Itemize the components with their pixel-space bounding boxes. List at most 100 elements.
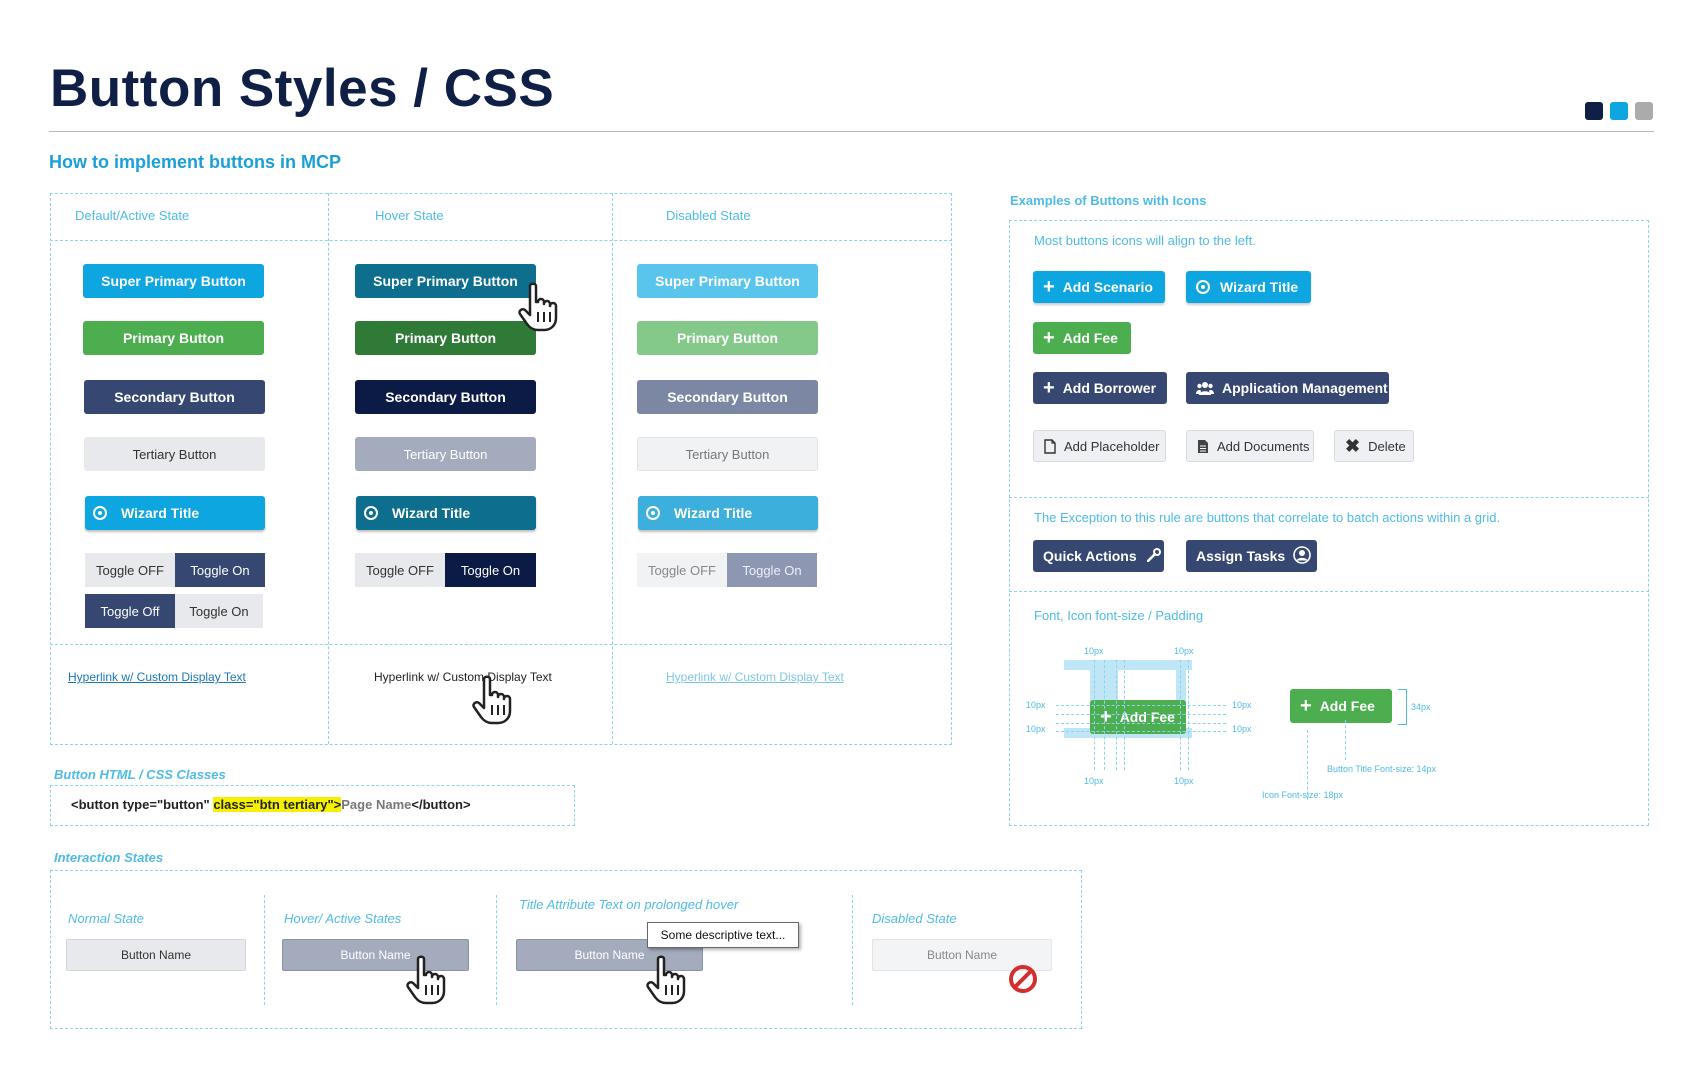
height-label: 34px: [1411, 702, 1431, 712]
pad-label-top-right: 10px: [1174, 646, 1194, 656]
toggle-on-inactive-button[interactable]: Toggle On: [175, 594, 263, 628]
plus-icon: +: [1043, 377, 1055, 399]
grid-col-line-1: [328, 193, 329, 744]
add-fee-diagram-label: Add Fee: [1119, 709, 1175, 725]
grid-col-line-2: [612, 193, 613, 744]
document-icon: [1197, 439, 1209, 454]
grid-header-line: [50, 240, 952, 241]
height-bracket: [1398, 689, 1407, 725]
super-primary-button-hover[interactable]: Super Primary Button: [355, 264, 536, 298]
wizard-title-icon-label: Wizard Title: [1220, 279, 1299, 295]
guide-v3: [1116, 660, 1117, 770]
assign-tasks-button[interactable]: Assign Tasks: [1186, 540, 1317, 572]
interaction-line-1: [264, 895, 265, 1005]
interaction-caption: Interaction States: [54, 850, 164, 865]
wizard-title-icon-button[interactable]: Wizard Title: [1186, 271, 1311, 303]
wizard-title-button[interactable]: Wizard Title: [85, 496, 265, 530]
exception-note: The Exception to this rule are buttons t…: [1034, 510, 1501, 525]
icons-note: Most buttons icons will align to the lef…: [1034, 233, 1256, 248]
icons-caption: Examples of Buttons with Icons: [1010, 193, 1207, 208]
tertiary-button[interactable]: Tertiary Button: [84, 437, 265, 471]
super-primary-button[interactable]: Super Primary Button: [83, 264, 264, 298]
add-fee-button[interactable]: +Add Fee: [1033, 322, 1131, 354]
font-caption: Font, Icon font-size / Padding: [1034, 608, 1204, 623]
toggle-off-active-button[interactable]: Toggle Off: [85, 594, 175, 628]
hyperlink-disabled: Hyperlink w/ Custom Display Text: [666, 670, 844, 684]
guide-h2: [1056, 714, 1226, 715]
pad-label-right-top: 10px: [1232, 700, 1252, 710]
delete-label: Delete: [1368, 438, 1406, 454]
wizard-title-button-hover[interactable]: Wizard Title: [356, 496, 536, 530]
page-title: Button Styles / CSS: [50, 59, 555, 118]
toggle-on-button-hover[interactable]: Toggle On: [445, 553, 536, 587]
plus-icon: +: [1043, 327, 1055, 349]
primary-button[interactable]: Primary Button: [83, 321, 264, 355]
hand-cursor-icon: [646, 955, 686, 1005]
code-part-1: <button type="button": [71, 797, 214, 812]
guide-h1: [1056, 705, 1226, 706]
secondary-button-hover[interactable]: Secondary Button: [355, 380, 536, 414]
code-caption: Button HTML / CSS Classes: [54, 767, 226, 782]
grid-link-line: [50, 644, 952, 645]
primary-button-hover[interactable]: Primary Button: [355, 321, 536, 355]
users-icon: [1196, 381, 1214, 395]
secondary-button[interactable]: Secondary Button: [84, 380, 265, 414]
code-snippet: <button type="button" class="btn tertiar…: [71, 797, 471, 812]
add-borrower-button[interactable]: + Add Borrower: [1033, 372, 1167, 404]
code-part-2: Page Name: [341, 797, 412, 812]
hyperlink-default[interactable]: Hyperlink w/ Custom Display Text: [68, 670, 246, 684]
icons-line-2: [1009, 591, 1649, 592]
application-management-label: Application Management: [1222, 380, 1388, 396]
add-borrower-label: Add Borrower: [1062, 380, 1157, 396]
primary-button-disabled: Primary Button: [637, 321, 818, 355]
compass-icon: [1196, 280, 1210, 294]
add-documents-label: Add Documents: [1217, 438, 1310, 454]
toggle-off-button[interactable]: Toggle OFF: [85, 553, 175, 587]
tertiary-button-hover[interactable]: Tertiary Button: [355, 437, 536, 471]
icons-box: [1009, 220, 1649, 826]
wizard-title-label: Wizard Title: [674, 505, 753, 521]
hyperlink-hover[interactable]: Hyperlink w/ Custom Display Text: [374, 670, 552, 684]
add-scenario-button[interactable]: + Add Scenario: [1033, 271, 1165, 303]
delete-button[interactable]: ✖ Delete: [1334, 430, 1414, 462]
pad-label-bottom-right: 10px: [1174, 776, 1194, 786]
quick-actions-button[interactable]: Quick Actions: [1033, 540, 1164, 572]
compass-icon: [646, 506, 660, 520]
add-scenario-label: Add Scenario: [1062, 279, 1153, 295]
disabled-state-label: Disabled State: [872, 911, 957, 926]
add-placeholder-button[interactable]: Add Placeholder: [1033, 430, 1166, 462]
pad-label-left-top: 10px: [1026, 700, 1046, 710]
application-management-button[interactable]: Application Management: [1186, 372, 1389, 404]
quick-actions-label: Quick Actions: [1043, 548, 1137, 564]
super-primary-button-disabled: Super Primary Button: [637, 264, 818, 298]
states-grid: [50, 193, 952, 745]
close-icon: ✖: [1345, 435, 1361, 456]
button-normal[interactable]: Button Name: [66, 939, 246, 971]
guide-v2: [1104, 660, 1105, 770]
toggle-off-button-hover[interactable]: Toggle OFF: [355, 553, 445, 587]
icon-font-label: Icon Font-size: 18px: [1262, 790, 1344, 800]
header-default-state: Default/Active State: [75, 208, 190, 223]
toggle-off-button-disabled: Toggle OFF: [637, 553, 727, 587]
not-allowed-icon: [1009, 965, 1037, 993]
wizard-title-label: Wizard Title: [121, 505, 200, 521]
title-font-label: Button Title Font-size: 14px: [1327, 764, 1437, 774]
file-outline-icon: [1044, 438, 1056, 454]
guide-v1: [1094, 660, 1095, 770]
add-fee-sized-button: +Add Fee: [1290, 689, 1392, 723]
swatch-blue: [1610, 102, 1628, 120]
add-documents-button[interactable]: Add Documents: [1186, 430, 1314, 462]
hand-cursor-icon: [406, 955, 446, 1005]
padding-band-top: [1064, 660, 1192, 670]
icon-pointer-line: [1307, 730, 1308, 800]
pad-label-bottom-left: 10px: [1084, 776, 1104, 786]
toggle-on-button[interactable]: Toggle On: [175, 553, 265, 587]
add-fee-sized-label: Add Fee: [1319, 698, 1375, 714]
button-hover[interactable]: Button Name: [282, 939, 469, 971]
code-box: [50, 785, 575, 826]
guide-v5: [1180, 660, 1181, 770]
guide-h4: [1056, 731, 1226, 732]
plus-icon: +: [1100, 706, 1112, 728]
hover-state-label: Hover/ Active States: [284, 911, 402, 926]
plus-icon: +: [1043, 276, 1055, 298]
